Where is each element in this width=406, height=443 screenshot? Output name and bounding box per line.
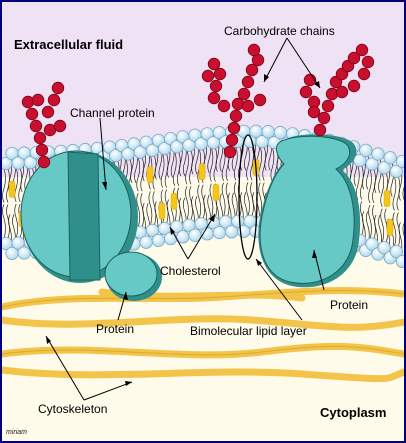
integral-protein-right: [258, 134, 361, 288]
carbohydrate-chains-label: Carbohydrate chains: [224, 24, 335, 38]
cholesterol-label: Cholesterol: [160, 264, 221, 278]
protein-right-label: Protein: [330, 298, 369, 312]
channel-protein-label: Channel protein: [70, 106, 155, 120]
lipid-layer-highlight: [238, 134, 258, 260]
artist-signature: miriam: [6, 429, 27, 436]
leader-lines: [45, 37, 325, 401]
cytoskeleton-label: Cytoskeleton: [38, 402, 108, 416]
cytoplasm-label: Cytoplasm: [320, 405, 387, 420]
carbohydrate-chains: [21, 43, 375, 169]
extracellular-fluid-label: Extracellular fluid: [14, 37, 124, 52]
protein-left-label: Protein: [96, 322, 135, 336]
leader-arrowheads: [46, 74, 320, 386]
peripheral-protein-left: [104, 251, 162, 301]
bimolecular-lipid-layer-label: Bimolecular lipid layer: [190, 324, 307, 338]
